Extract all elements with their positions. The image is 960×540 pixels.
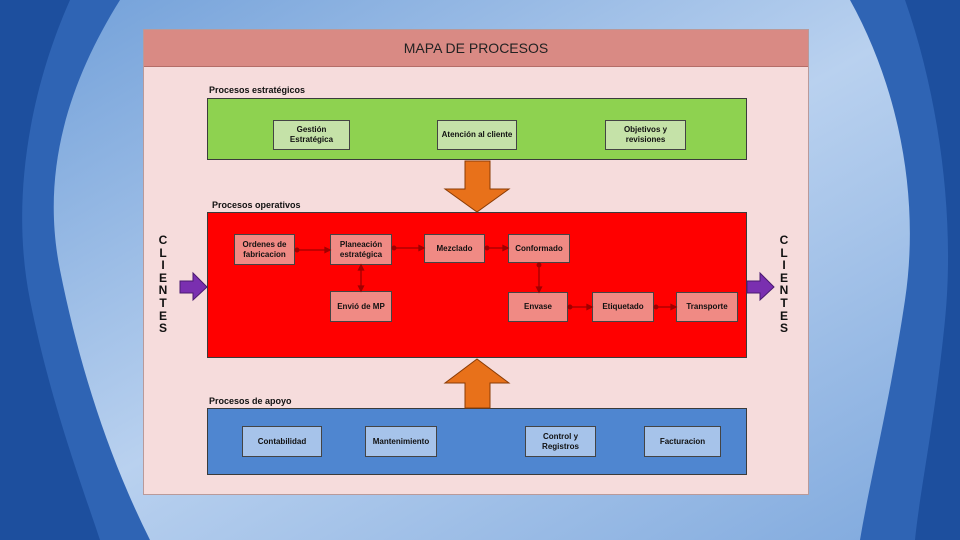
box-objetivos-revisiones: Objetivos y revisiones (605, 120, 686, 150)
strategic-section-label: Procesos estratégicos (209, 85, 306, 95)
box-etiquetado: Etiquetado (592, 292, 654, 322)
box-envase: Envase (508, 292, 568, 322)
operative-section-label: Procesos operativos (212, 200, 301, 210)
page-title: MAPA DE PROCESOS (144, 30, 808, 67)
clients-letter: S (779, 321, 788, 336)
box-planeacion-estrategica: Planeación estratégica (330, 234, 392, 265)
clients-letter: E (158, 308, 167, 323)
box-conformado: Conformado (508, 234, 570, 263)
box-control-registros: Control y Registros (525, 426, 596, 457)
box-transporte: Transporte (676, 292, 738, 322)
clients-letter: E (779, 270, 788, 285)
box-ordenes-fabricacion: Ordenes de fabricacion (234, 234, 295, 265)
clients-letter: N (158, 283, 168, 298)
box-mantenimiento: Mantenimiento (365, 426, 437, 457)
clients-letter: L (780, 245, 788, 260)
clients-letter: E (779, 308, 788, 323)
box-mezclado: Mezclado (424, 234, 485, 263)
clients-letter: T (159, 295, 167, 310)
support-section-label: Procesos de apoyo (209, 396, 292, 406)
clients-letter: T (780, 295, 788, 310)
box-atencion-cliente: Atención al cliente (437, 120, 517, 150)
clients-letter: S (158, 321, 167, 336)
box-facturacion: Facturacion (644, 426, 721, 457)
clients-letter: C (779, 233, 789, 247)
clients-letter: N (779, 283, 789, 298)
clients-letter: I (161, 258, 165, 273)
clients-letter: L (159, 245, 167, 260)
box-envio-mp: Envió de MP (330, 291, 392, 322)
clients-letter: E (158, 270, 167, 285)
box-gestion-estrategica: Gestión Estratégica (273, 120, 350, 150)
clients-letter: C (158, 233, 168, 247)
clients-letter: I (782, 258, 786, 273)
box-contabilidad: Contabilidad (242, 426, 322, 457)
